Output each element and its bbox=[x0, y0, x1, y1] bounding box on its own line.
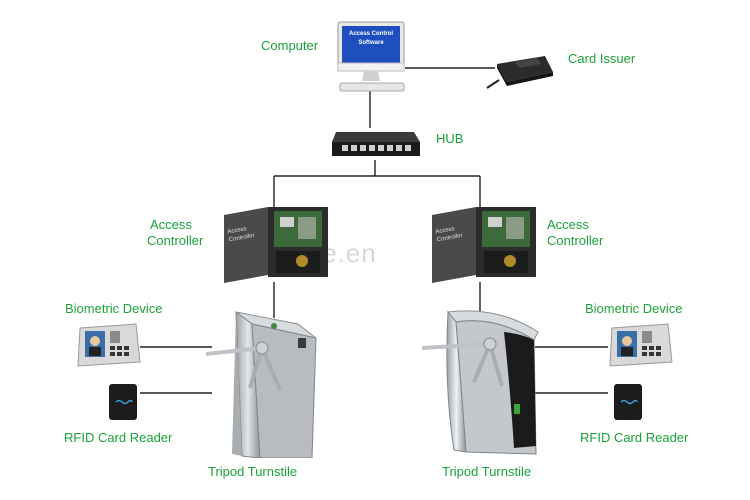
left-turnstile-label: Tripod Turnstile bbox=[208, 464, 298, 479]
rfid-reader-icon bbox=[109, 384, 137, 420]
computer-screen-line2: Software bbox=[358, 40, 384, 46]
left-rfid-label: RFID Card Reader bbox=[64, 430, 173, 445]
right-turnstile-label: Tripod Turnstile bbox=[442, 464, 532, 479]
computer-icon bbox=[337, 21, 405, 92]
right-turnstile-icon bbox=[421, 310, 539, 455]
left-controller-label-line1: Access bbox=[150, 217, 192, 232]
biometric-device-icon bbox=[77, 323, 141, 367]
left-biometric-label: Biometric Device bbox=[65, 301, 163, 316]
right-controller-label-line1: Access bbox=[547, 217, 589, 232]
computer-device: Access Control Software bbox=[337, 21, 407, 93]
card-issuer-icon bbox=[486, 56, 553, 89]
right-rfid-label: RFID Card Reader bbox=[580, 430, 689, 445]
left-turnstile-icon bbox=[205, 310, 317, 458]
rfid-reader-icon bbox=[614, 384, 642, 420]
left-controller-label-line2: Controller bbox=[147, 233, 204, 248]
right-biometric-label: Biometric Device bbox=[585, 301, 683, 316]
hub-icon bbox=[332, 132, 420, 156]
left-controller-device: Access Controller bbox=[222, 205, 330, 285]
hub-label: HUB bbox=[436, 131, 464, 146]
right-controller-label-line2: Controller bbox=[547, 233, 604, 248]
controller-box-icon bbox=[432, 207, 536, 283]
card-issuer-label: Card Issuer bbox=[568, 51, 636, 66]
right-controller-device: Access Controller bbox=[430, 205, 538, 285]
controller-box-icon bbox=[224, 207, 328, 283]
biometric-device-icon bbox=[609, 323, 673, 367]
computer-screen-line1: Access Control bbox=[348, 31, 393, 37]
computer-label: Computer bbox=[261, 38, 319, 53]
